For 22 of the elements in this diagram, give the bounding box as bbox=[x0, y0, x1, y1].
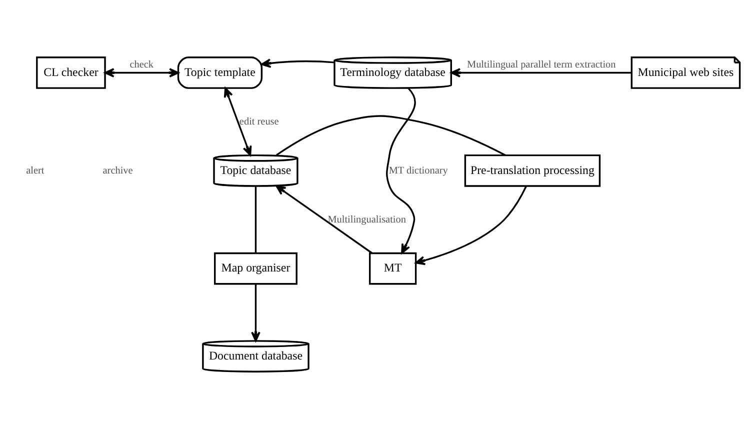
label: archive bbox=[102, 165, 133, 176]
arrow bbox=[415, 186, 528, 266]
edge-label: Multilingual parallel term extraction bbox=[467, 59, 616, 70]
arrow bbox=[276, 185, 373, 254]
node-box: Map organiser bbox=[214, 252, 298, 285]
edge-label: check bbox=[130, 59, 154, 70]
node-box: CL checker bbox=[36, 56, 106, 89]
connector bbox=[254, 186, 257, 253]
connector bbox=[276, 115, 506, 156]
arrow bbox=[104, 68, 180, 78]
arrow bbox=[224, 87, 252, 156]
node-box: MT bbox=[368, 252, 417, 285]
edge-label: edit reuse bbox=[239, 116, 279, 128]
label: alert bbox=[26, 165, 44, 176]
arrow bbox=[251, 284, 260, 342]
edge-label: Multilingualisation bbox=[328, 214, 406, 226]
node-box: Pre-translation processing bbox=[464, 154, 601, 187]
arrow bbox=[450, 68, 632, 78]
arrow bbox=[260, 58, 335, 68]
node-box: Topic template bbox=[177, 56, 263, 89]
arrow bbox=[386, 88, 416, 254]
edge-label: MT dictionary bbox=[388, 165, 448, 176]
